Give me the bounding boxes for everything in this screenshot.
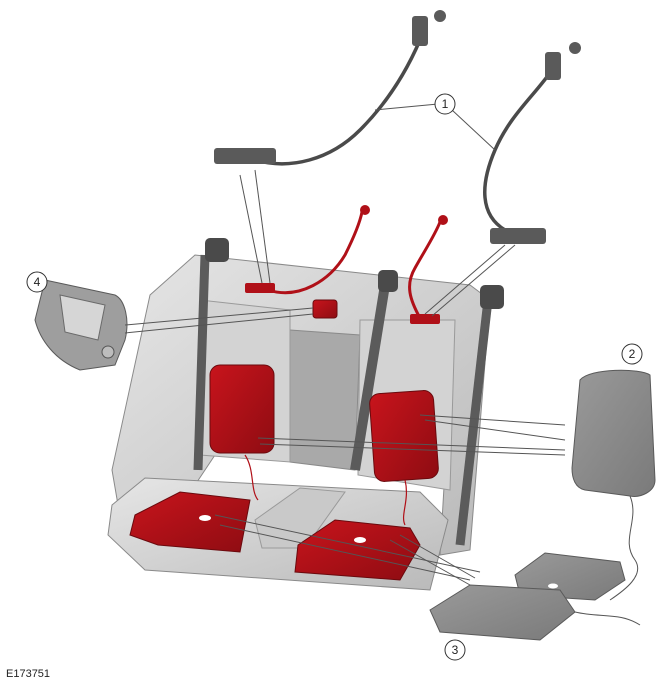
- right-belt-retractor: [480, 285, 504, 309]
- leaders-item-1: [239, 103, 516, 317]
- callout-4: 4: [26, 271, 48, 293]
- backrest-heater-mat-right: [369, 390, 439, 482]
- cushion-heater-mat-right: [294, 519, 421, 581]
- callout-1-label: 1: [442, 97, 449, 111]
- left-belt-retractor: [205, 238, 229, 262]
- cushion-heater-mat-left: [129, 491, 251, 553]
- harness-assembly-right: [483, 42, 581, 244]
- leaders-item-3: [214, 514, 481, 586]
- cushion-mat-right-slot: [354, 537, 366, 543]
- callout-2-label: 2: [629, 347, 636, 361]
- callout-4-label: 4: [34, 275, 41, 289]
- callout-1: 1: [434, 93, 456, 115]
- leaders-item-4: [124, 307, 314, 334]
- wire-right-mats: [402, 479, 408, 526]
- callout-2: 2: [621, 343, 643, 365]
- callout-3-label: 3: [452, 643, 459, 657]
- cushion-mat-left-slot: [199, 515, 211, 521]
- heater-control-module: [312, 299, 338, 319]
- harness-assembly-left: [214, 10, 446, 166]
- red-harness-right: [408, 215, 448, 324]
- backrest-heater-pad: [571, 369, 656, 601]
- wire-left-mats: [244, 454, 259, 501]
- center-belt-retractor: [378, 270, 398, 292]
- cushion-pad-slot: [548, 583, 558, 589]
- backrest-heater-mat-left: [209, 364, 275, 454]
- cushion-heater-pad: [429, 552, 641, 641]
- leaders-item-2: [257, 414, 566, 456]
- red-harness-left: [245, 205, 370, 295]
- callout-3: 3: [444, 639, 466, 661]
- figure-id: E173751: [6, 668, 51, 680]
- seat-belts: [193, 238, 504, 546]
- heater-switch-module: [34, 279, 128, 371]
